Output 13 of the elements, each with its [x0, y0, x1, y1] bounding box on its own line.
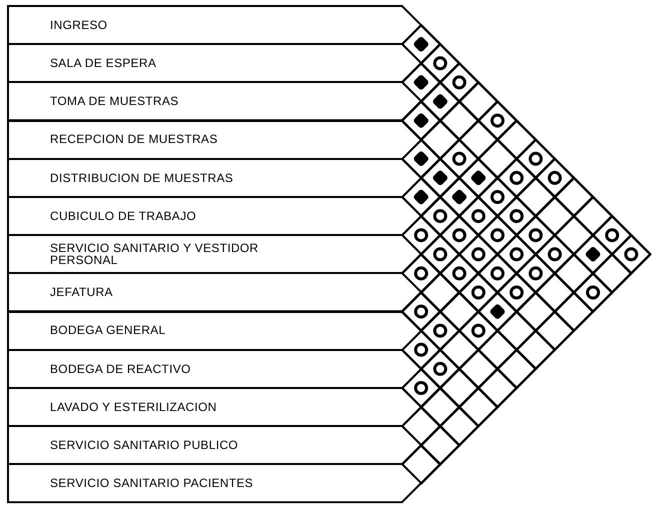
room-name: INGRESO: [50, 18, 108, 32]
room-name: SERVICIO SANITARIO Y VESTIDOR PERSONAL: [50, 242, 260, 267]
room-name: SALA DE ESPERA: [50, 56, 156, 70]
room-name: SERVICIO SANITARIO PACIENTES: [50, 477, 254, 490]
room-name: BODEGA GENERAL: [50, 324, 166, 337]
room-name: LAVADO Y ESTERILIZACION: [50, 400, 217, 414]
room-name: JEFATURA: [50, 286, 113, 299]
room-name: SERVICIO SANITARIO PUBLICO: [50, 438, 238, 452]
room-name: BODEGA DE REACTIVO: [50, 362, 191, 376]
room-name: RECEPCION DE MUESTRAS: [50, 133, 218, 146]
room-name: CUBICULO DE TRABAJO: [50, 210, 196, 222]
room-name: DISTRIBUCION DE MUESTRAS: [50, 172, 234, 184]
room-name: TOMA DE MUESTRAS: [50, 95, 179, 108]
